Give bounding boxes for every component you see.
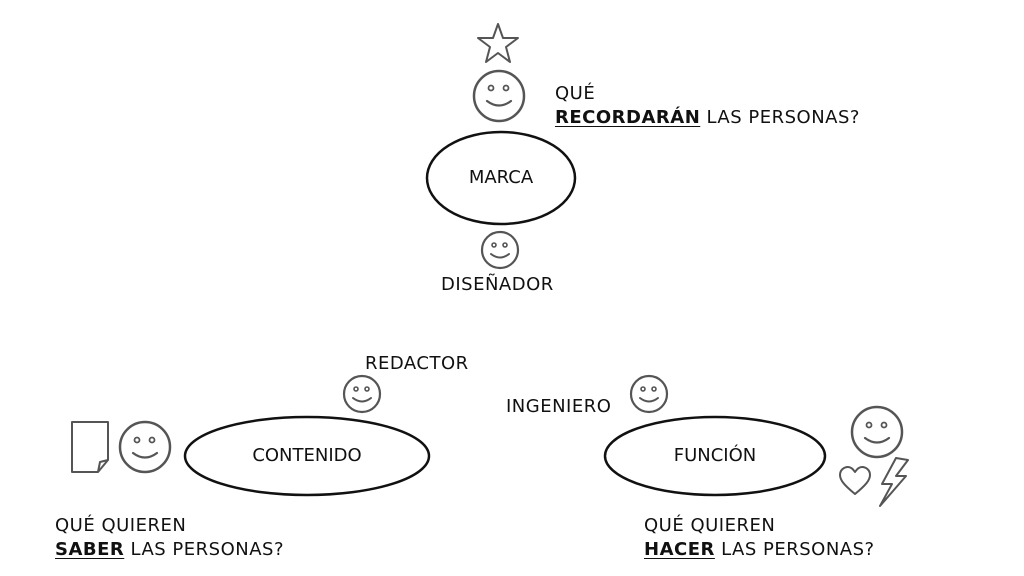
contenido-question-keyword: SABER xyxy=(55,539,125,560)
smiley-face-icon xyxy=(342,374,382,414)
smiley-face-icon xyxy=(850,405,904,459)
contenido-question-line1: QUÉ QUIEREN xyxy=(55,515,187,536)
contenido-role: REDACTOR xyxy=(365,353,469,374)
funcion-question-rest: LAS PERSONAS? xyxy=(714,539,875,560)
document-icon xyxy=(71,421,109,473)
contenido-ellipse xyxy=(183,415,431,497)
heart-icon xyxy=(839,466,871,495)
marca-question-keyword: RECORDARÁN xyxy=(555,107,701,128)
lightning-bolt-icon xyxy=(879,457,909,507)
marca-ellipse xyxy=(425,130,577,226)
marca-question-line2: RECORDARÁN LAS PERSONAS? xyxy=(555,106,860,130)
funcion-question-line1: QUÉ QUIEREN xyxy=(644,515,776,536)
marca-question: QUÉ RECORDARÁN LAS PERSONAS? xyxy=(555,82,860,130)
smiley-face-icon xyxy=(472,69,526,123)
marca-question-line1: QUÉ xyxy=(555,83,596,104)
marca-question-rest: LAS PERSONAS? xyxy=(700,107,860,128)
contenido-question-line2: SABER LAS PERSONAS? xyxy=(55,538,284,562)
funcion-title: FUNCIÓN xyxy=(673,445,757,466)
contenido-question-rest: LAS PERSONAS? xyxy=(124,539,284,560)
funcion-role: INGENIERO xyxy=(506,396,612,417)
smiley-face-icon xyxy=(629,374,669,414)
funcion-ellipse xyxy=(603,415,827,497)
marca-title: MARCA xyxy=(468,167,534,188)
contenido-question: QUÉ QUIEREN SABER LAS PERSONAS? xyxy=(55,514,284,562)
marca-role: DISEÑADOR xyxy=(441,274,554,295)
contenido-title: CONTENIDO xyxy=(252,445,362,466)
funcion-question: QUÉ QUIEREN HACER LAS PERSONAS? xyxy=(644,514,875,562)
smiley-face-icon xyxy=(118,420,172,474)
funcion-question-line2: HACER LAS PERSONAS? xyxy=(644,538,875,562)
star-icon xyxy=(477,23,519,63)
funcion-question-keyword: HACER xyxy=(644,539,715,560)
smiley-face-icon xyxy=(480,230,520,270)
